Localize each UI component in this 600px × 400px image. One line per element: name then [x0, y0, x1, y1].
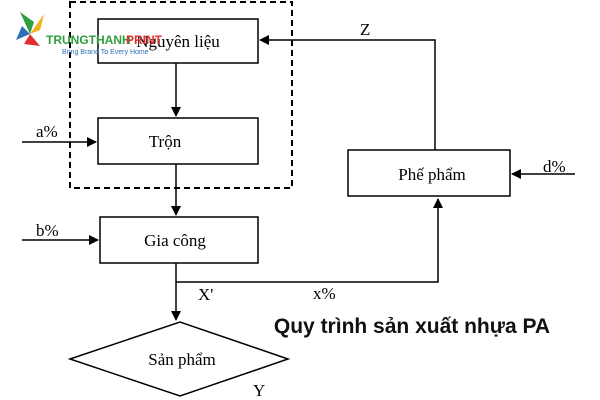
label-x: x%	[313, 284, 336, 303]
label-x-prime: X'	[198, 285, 213, 304]
label-y: Y	[253, 381, 265, 400]
label-z: Z	[360, 20, 370, 39]
process-label: Gia công	[144, 231, 206, 250]
brand-logo: TRUNGTHANH PRINT Bring Brand To Every Ho…	[16, 12, 163, 56]
product-diamond	[67, 321, 291, 397]
arrow-process-to-scrap	[176, 198, 443, 283]
logo-tagline: Bring Brand To Every Home	[62, 49, 149, 56]
pinwheel-icon	[16, 12, 44, 46]
arrow-scrap-to-raw	[259, 35, 436, 150]
label-d: d%	[543, 157, 566, 176]
scrap-box	[347, 149, 511, 197]
mix-label: Trộn	[149, 132, 182, 151]
raw-material-label: Nguyên liệu	[136, 32, 220, 51]
product-label: Sản phẩm	[148, 350, 216, 369]
label-b: b%	[36, 221, 59, 240]
dashed-group-boundary	[69, 1, 293, 189]
label-a: a%	[36, 122, 58, 141]
mix-box	[97, 117, 259, 165]
diagram-title: Quy trình sản xuất nhựa PA	[274, 315, 550, 338]
process-box	[99, 216, 259, 264]
raw-material-box	[97, 18, 259, 64]
logo-accent: PRINT	[126, 33, 163, 47]
scrap-label: Phế phẩm	[398, 165, 466, 184]
logo-name: TRUNGTHANH	[46, 33, 131, 47]
